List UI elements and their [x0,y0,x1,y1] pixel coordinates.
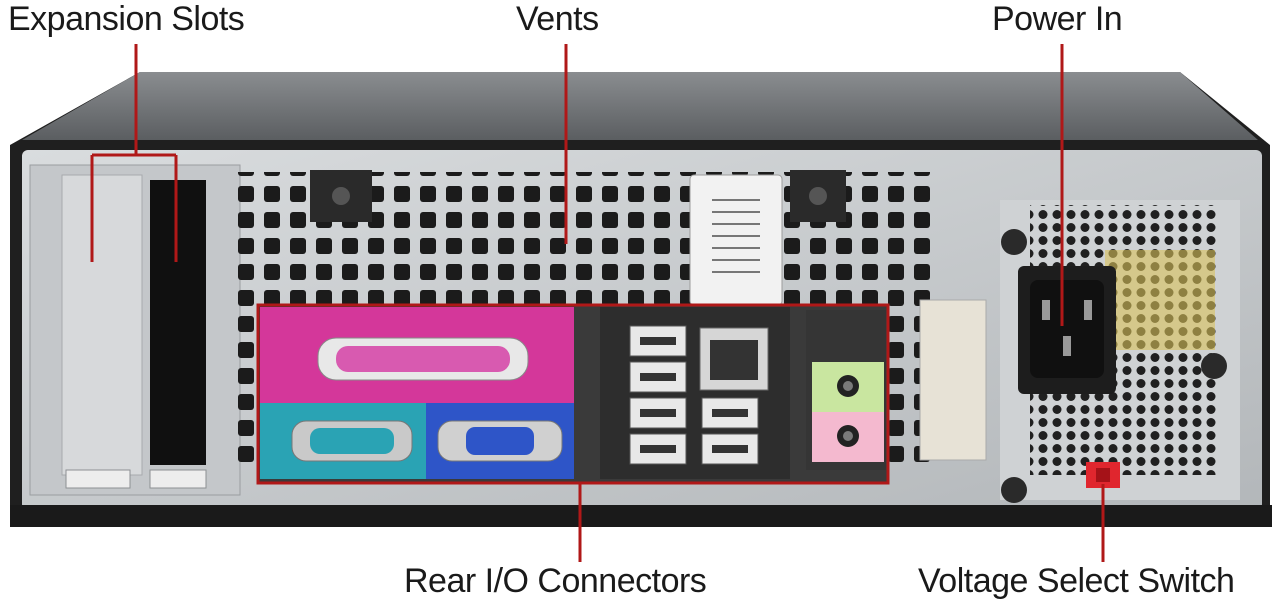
label-expansion-slots: Expansion Slots [8,0,245,38]
callout-rear-io-box [256,303,890,485]
label-voltage-select-switch: Voltage Select Switch [918,562,1235,600]
label-power-in: Power In [992,0,1123,38]
rear-io-panel [258,305,888,483]
expansion-slots [29,164,241,496]
callout-expansion-slots [90,44,178,262]
label-vents: Vents [516,0,599,38]
label-rear-io-connectors: Rear I/O Connectors [404,562,707,600]
callout-lines [90,44,1105,562]
